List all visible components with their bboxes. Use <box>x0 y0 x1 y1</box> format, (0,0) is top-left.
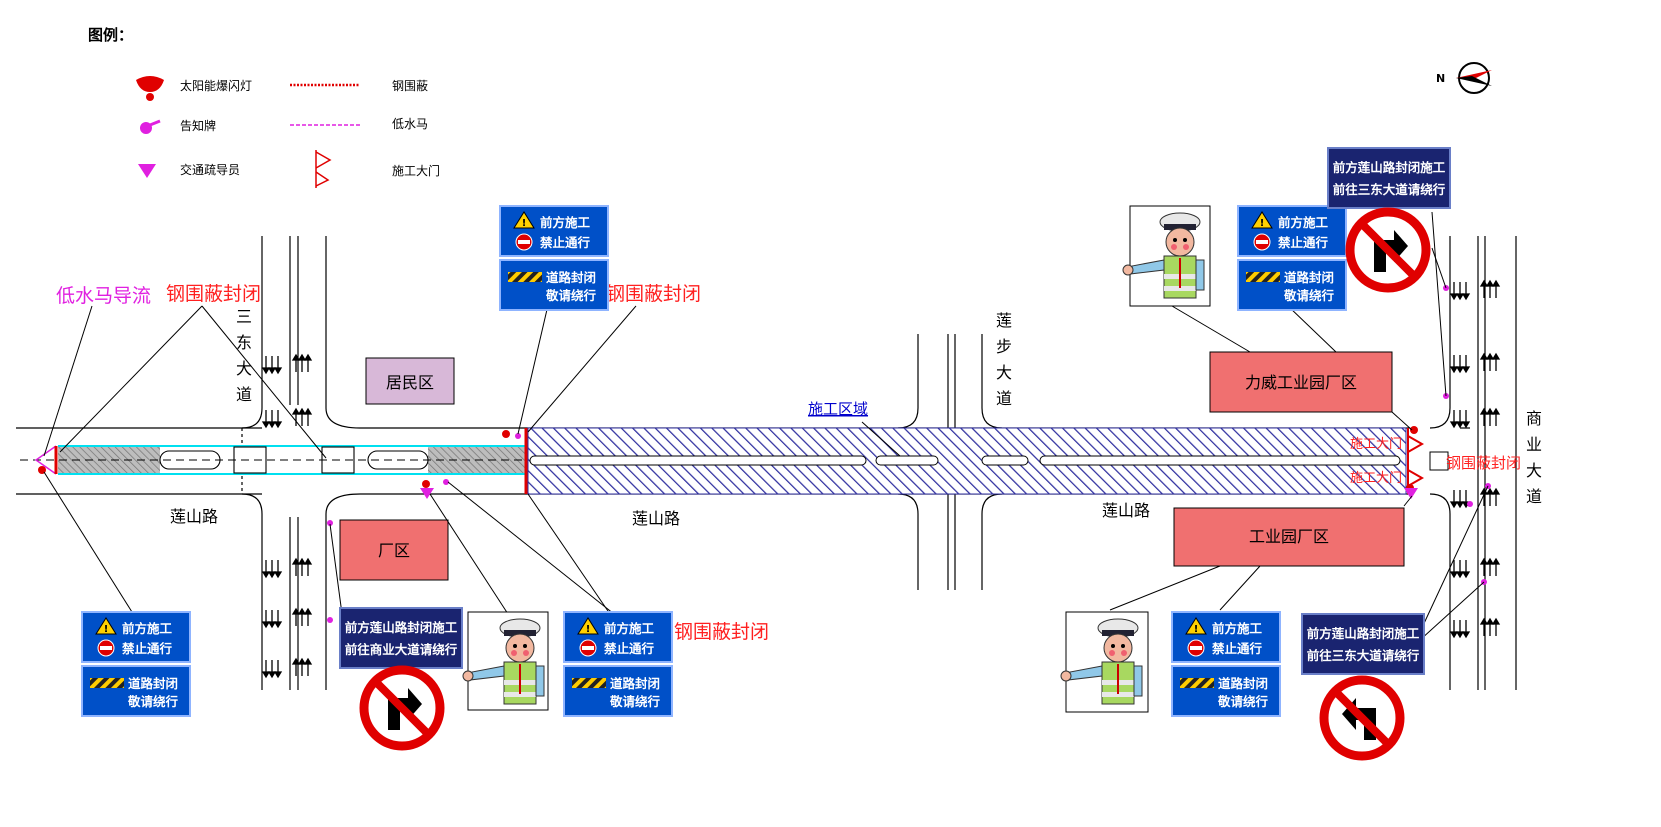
sign-no-passage: 禁止通行 <box>122 641 173 656</box>
lianshan-road-label-left: 莲山路 <box>170 507 218 526</box>
traffic-guide-icon <box>138 164 156 178</box>
sign-no-passage: 禁止通行 <box>604 641 655 656</box>
sign-ahead-construction: 前方施工 <box>604 621 655 636</box>
sign-detour: 敬请绕行 <box>609 694 661 709</box>
detour-sign-sandong-top: 前方莲山路封闭施工 前往三东大道请绕行 <box>1327 147 1451 209</box>
sign-ahead-construction: 前方施工 <box>1212 621 1263 636</box>
no-right-turn-icon <box>1350 212 1426 288</box>
legend-title: 图例： <box>88 26 133 44</box>
sign-road-closed: 道路封闭 <box>546 270 596 285</box>
construction-sign-top-right: 前方施工 禁止通行 道路封闭 敬请绕行 <box>1237 205 1347 311</box>
detour-sign-line1: 前方莲山路封闭施工 <box>345 620 458 635</box>
sign-ahead-construction: 前方施工 <box>122 621 173 636</box>
lianbu-char-2: 步 <box>996 337 1012 356</box>
lianshan-road-label-mid: 莲山路 <box>632 509 680 528</box>
liwei-factory-label: 力威工业园厂区 <box>1245 373 1357 392</box>
construction-sign-bottom-center: 前方施工 禁止通行 道路封闭 敬请绕行 <box>563 611 673 717</box>
work-zone-medians <box>529 455 1401 466</box>
detour-sign-line2: 前往商业大道请绕行 <box>345 642 458 657</box>
right-median-island <box>1429 451 1449 471</box>
compass-icon: N <box>1436 62 1492 94</box>
steel-closure-label-bottom: 钢围蔽封闭 <box>674 621 769 643</box>
legend-water-barrier-label: 低水马 <box>392 117 428 131</box>
sign-road-closed: 道路封闭 <box>1284 270 1334 285</box>
construction-sign-bottom-left: 前方施工 禁止通行 道路封闭 敬请绕行 <box>81 611 191 717</box>
sign-road-closed: 道路封闭 <box>610 676 660 691</box>
lianshan-road-label-right: 莲山路 <box>1102 501 1150 520</box>
no-left-turn-icon <box>1324 680 1400 756</box>
sign-detour: 敬请绕行 <box>1283 288 1335 303</box>
factory-area <box>339 519 449 581</box>
sign-ahead-construction: 前方施工 <box>540 215 591 230</box>
legend-gate-label: 施工大门 <box>392 163 440 178</box>
callout-lines <box>43 211 1489 641</box>
traffic-officer-icon <box>1122 205 1211 307</box>
sandong-avenue <box>241 236 361 690</box>
lianbu-char-3: 大 <box>996 363 1012 382</box>
gate-icon <box>315 150 332 188</box>
lianbu-char-4: 道 <box>996 389 1012 408</box>
gate-label-top: 施工大门 <box>1350 437 1402 452</box>
construction-sign-top-center: 前方施工 禁止通行 道路封闭 敬请绕行 <box>499 205 609 311</box>
lianbu-avenue-label: 莲 步 大 道 <box>996 311 1012 408</box>
no-right-turn-icon <box>364 670 440 746</box>
detour-sign-line2: 前往三东大道请绕行 <box>1307 648 1420 663</box>
factory-area-label: 厂区 <box>378 541 410 560</box>
gate-label-bottom: 施工大门 <box>1350 471 1402 486</box>
steel-closure-label-right: 钢围蔽封闭 <box>1446 454 1521 472</box>
sign-detour: 敬请绕行 <box>127 694 179 709</box>
detour-sign-sandong-bottom: 前方莲山路封闭施工 前往三东大道请绕行 <box>1301 613 1425 675</box>
sandong-char-1: 三 <box>236 307 252 326</box>
right-gates <box>1407 428 1425 494</box>
traffic-guide-markers <box>420 488 1418 499</box>
sign-road-closed: 道路封闭 <box>1218 676 1268 691</box>
notice-sign-icon <box>140 119 161 134</box>
sign-no-passage: 禁止通行 <box>1212 641 1263 656</box>
sandong-char-4: 道 <box>236 385 252 404</box>
shangye-char-1: 商 <box>1526 409 1542 428</box>
cyan-barrier-lines <box>58 445 528 475</box>
shangye-char-3: 大 <box>1526 461 1542 480</box>
lianbu-char-1: 莲 <box>996 311 1012 330</box>
flash-light-icon <box>136 76 164 101</box>
detour-sign-line1: 前方莲山路封闭施工 <box>1333 160 1446 175</box>
work-zone-label: 施工区域 <box>808 400 868 418</box>
water-barrier-diversion-label: 低水马导流 <box>56 285 151 307</box>
sandong-char-2: 东 <box>236 333 252 352</box>
water-barrier-diversion-shape <box>34 445 57 475</box>
compass-label: N <box>1436 72 1445 85</box>
detour-sign-line2: 前往三东大道请绕行 <box>1333 182 1446 197</box>
shangye-avenue <box>1429 236 1517 690</box>
sign-ahead-construction: 前方施工 <box>1278 215 1329 230</box>
traffic-officer-icon <box>1060 611 1149 713</box>
construction-sign-bottom-right: 前方施工 禁止通行 道路封闭 敬请绕行 <box>1171 611 1281 717</box>
sign-road-closed: 道路封闭 <box>128 676 178 691</box>
sign-no-passage: 禁止通行 <box>540 235 591 250</box>
residential-area <box>365 357 455 405</box>
steel-closure-label-center: 钢围蔽封闭 <box>606 283 701 305</box>
sign-detour: 敬请绕行 <box>1217 694 1269 709</box>
detour-sign-shangye: 前方莲山路封闭施工 前往商业大道请绕行 <box>339 607 463 669</box>
detour-sign-line1: 前方莲山路封闭施工 <box>1307 626 1420 641</box>
legend-traffic-guide-label: 交通疏导员 <box>180 162 240 177</box>
liwei-factory-area <box>1209 351 1393 413</box>
residential-area-label: 居民区 <box>386 373 434 392</box>
sandong-avenue-label: 三 东 大 道 <box>236 307 252 404</box>
industrial-area <box>1173 507 1405 567</box>
shangye-char-2: 业 <box>1526 435 1542 454</box>
sign-detour: 敬请绕行 <box>545 288 597 303</box>
shangye-char-4: 道 <box>1526 487 1542 506</box>
shangye-avenue-label: 商 业 大 道 <box>1526 409 1542 506</box>
sandong-char-3: 大 <box>236 359 252 378</box>
legend-steel-fence-label: 钢围蔽 <box>392 79 428 93</box>
legend-notice-sign-label: 告知牌 <box>180 119 216 133</box>
industrial-area-label: 工业园厂区 <box>1249 527 1329 546</box>
legend-flash-light-label: 太阳能爆闪灯 <box>180 78 252 93</box>
traffic-officer-icon <box>462 611 549 711</box>
sign-no-passage: 禁止通行 <box>1278 235 1329 250</box>
steel-closure-label-left: 钢围蔽封闭 <box>166 283 261 305</box>
